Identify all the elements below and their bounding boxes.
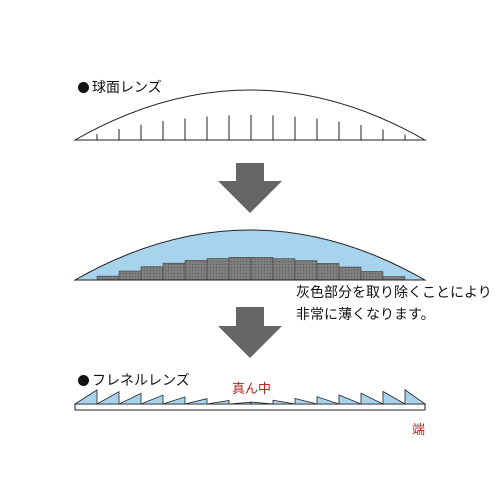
removed-gray-block <box>294 260 318 280</box>
removed-gray-block <box>184 260 208 280</box>
fresnel-tooth <box>404 389 427 405</box>
fresnel-tooth <box>162 396 186 405</box>
fresnel-tooth <box>118 392 142 405</box>
removed-gray-block <box>250 257 274 280</box>
removed-gray-block <box>228 257 252 280</box>
fresnel-tooth <box>228 401 252 405</box>
removed-gray-block <box>96 275 120 280</box>
removed-gray-block <box>360 271 384 280</box>
fresnel-tooth <box>316 396 340 405</box>
removed-gray-block <box>162 262 186 280</box>
fresnel-tooth <box>73 389 98 405</box>
down-arrow-icon <box>218 307 282 358</box>
stepped-lens-shape <box>73 229 427 281</box>
bullet-dot-icon <box>78 375 89 386</box>
removed-gray-block <box>338 266 362 280</box>
removed-gray-block <box>272 258 296 280</box>
fresnel-lens-title: フレネルレンズ <box>92 373 190 389</box>
down-arrow-icon <box>218 163 282 213</box>
fresnel-tooth <box>95 390 120 405</box>
center-label: 真ん中 <box>232 382 272 397</box>
fresnel-lens-heading: フレネルレンズ <box>78 370 190 390</box>
spherical-lens-shape <box>73 89 427 141</box>
fresnel-tooth <box>184 398 208 405</box>
fresnel-tooth <box>338 394 362 405</box>
explanation-note: 灰色部分を取り除くことにより 非常に薄くなります。 <box>296 282 492 326</box>
spherical-lens-heading: 球面レンズ <box>78 77 162 97</box>
removed-gray-block <box>118 270 142 280</box>
fresnel-tooth <box>272 399 296 405</box>
fresnel-tooth <box>250 401 274 405</box>
edge-label: 端 <box>412 423 426 438</box>
spherical-lens-title: 球面レンズ <box>92 80 162 96</box>
bullet-dot-icon <box>78 82 89 93</box>
note-line-2: 非常に薄くなります。 <box>296 307 435 323</box>
removed-gray-block <box>140 266 164 280</box>
fresnel-tooth <box>360 392 384 405</box>
note-line-1: 灰色部分を取り除くことにより <box>296 285 492 301</box>
removed-gray-block <box>382 276 406 280</box>
fresnel-tooth <box>294 398 318 405</box>
removed-gray-block <box>206 258 230 280</box>
fresnel-tooth <box>382 390 407 405</box>
fresnel-tooth <box>140 394 164 405</box>
fresnel-tooth <box>206 399 230 405</box>
removed-gray-block <box>316 263 340 280</box>
fresnel-lens-shape <box>73 389 427 411</box>
